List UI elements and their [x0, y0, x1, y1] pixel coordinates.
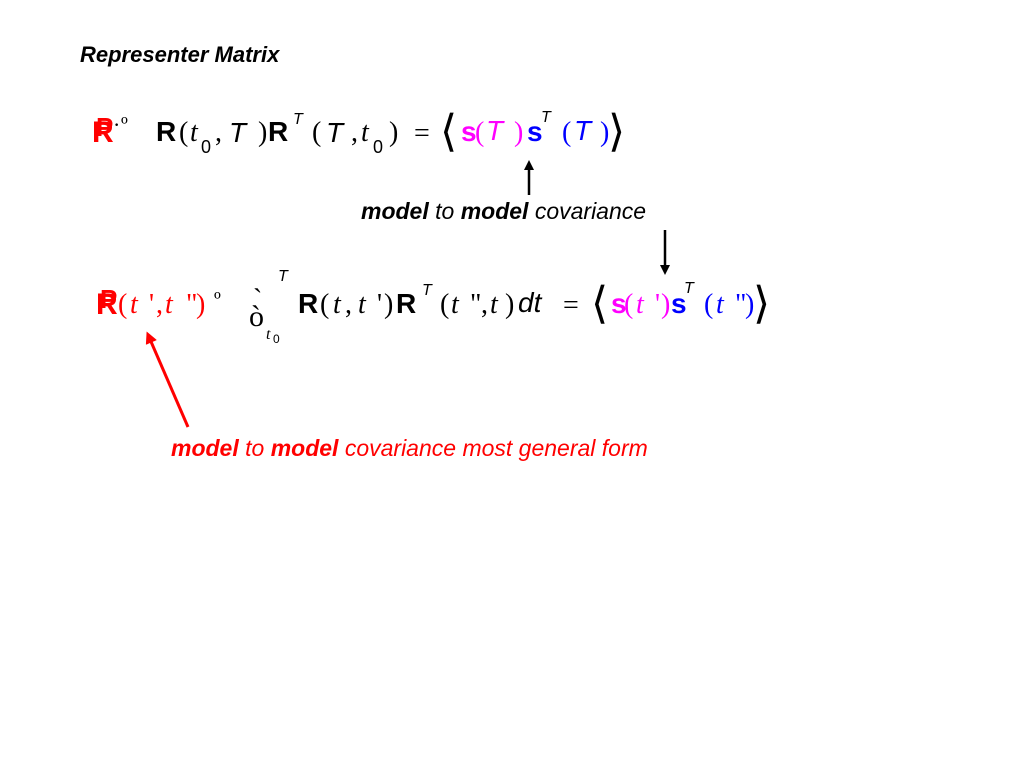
- caption1-bold1: model: [361, 198, 429, 224]
- eq2-close: ): [196, 289, 206, 320]
- eq1-open-paren-m: (: [475, 117, 485, 148]
- eq2-t-magenta: t: [636, 289, 644, 320]
- eq2-prime-a: ': [377, 289, 383, 320]
- eq1-left-angle: ⟨: [440, 107, 458, 156]
- eq1-def-glyph: º: [121, 112, 128, 137]
- eq2-R: R: [298, 288, 319, 319]
- eq2-comma-a: ,: [345, 289, 352, 320]
- eq1-T-magenta: T: [486, 115, 504, 146]
- eq2-open-paren-bl: (: [704, 289, 714, 320]
- eq2-open-paren-m: (: [624, 289, 634, 320]
- eq1-open-paren-2: (: [312, 117, 322, 148]
- eq1-sup-T: T: [293, 111, 303, 128]
- eq2-s-blue: s: [671, 288, 687, 319]
- eq2-t6: t: [490, 289, 498, 320]
- caption1-mid: to: [428, 198, 461, 224]
- eq1-sub-zero-2: 0: [373, 137, 384, 157]
- caption2-rest: covariance most general form: [338, 435, 648, 461]
- eq1-R: R: [156, 116, 177, 147]
- eq2-close-bl: ): [745, 289, 755, 320]
- eq1-sub-zero: 0: [201, 137, 212, 157]
- eq2-dt: dt: [518, 287, 542, 318]
- eq1-lhs-symbol: R: [92, 116, 114, 149]
- eq2-upper-limit: T: [278, 268, 288, 285]
- caption-most-general-form: model to model covariance most general f…: [171, 437, 648, 460]
- eq2-dprime-bl: ": [735, 289, 747, 320]
- eq2-def-glyph: º: [214, 287, 221, 312]
- eq2-lower-limit-sub: 0: [273, 332, 280, 346]
- eq2-t4: t: [358, 289, 366, 320]
- eq2-comma-b: ,: [481, 289, 488, 320]
- eq2-s-magenta: s: [611, 288, 627, 319]
- eq2-prime-m: ': [655, 289, 661, 320]
- eq2-equals: =: [563, 290, 579, 321]
- eq1-comma: ,: [215, 117, 222, 148]
- eq1-T-blue: T: [574, 115, 592, 146]
- eq1-right-angle: ⟩: [608, 107, 626, 156]
- eq1-close-paren: ): [258, 117, 268, 148]
- eq2-t2: t: [165, 289, 173, 320]
- eq1-s-blue: s: [527, 116, 543, 147]
- caption2-bold1: model: [171, 435, 239, 461]
- arrow-red-to-lhs: [145, 331, 190, 428]
- eq1-lhs-overlay: P: [96, 112, 114, 142]
- eq1-close-paren-b: ): [600, 117, 610, 148]
- eq1-comma-2: ,: [351, 117, 358, 148]
- eq2-t5: t: [451, 289, 459, 320]
- eq2-R2: R: [396, 288, 417, 319]
- eq1-s-magenta: s: [461, 116, 477, 147]
- eq2-sup-T-2: T: [684, 280, 694, 297]
- eq1-t: t: [190, 117, 198, 148]
- eq2-dprime: ": [186, 289, 198, 320]
- eq2-dprime-b: ": [470, 289, 482, 320]
- eq2-integral-top: `: [253, 284, 263, 315]
- eq1-open-paren: (: [179, 117, 189, 148]
- eq1-sup-T-2: T: [541, 109, 551, 126]
- caption2-bold2: model: [270, 435, 339, 461]
- eq1-T2: T: [326, 117, 344, 148]
- eq1-lhs-dot: ·: [113, 112, 121, 137]
- eq2-lhs-symbol: R: [96, 288, 118, 321]
- eq1-T: T: [229, 117, 247, 148]
- eq1-equals: =: [414, 118, 430, 149]
- eq2-close-b: ): [505, 289, 515, 320]
- eq2-left-angle: ⟨: [591, 279, 609, 328]
- eq2-close-a: ): [384, 289, 394, 320]
- eq2-open-paren-a: (: [320, 289, 330, 320]
- eq2-integral-body: ò: [249, 300, 264, 333]
- eq1-R2: R: [268, 116, 289, 147]
- caption1-bold2: model: [460, 198, 529, 224]
- caption-model-to-model-covariance: model to model covariance: [361, 200, 646, 223]
- eq2-close-m: ): [661, 289, 671, 320]
- eq2-comma: ,: [156, 289, 163, 320]
- eq1-open-paren-b: (: [562, 117, 572, 148]
- eq2-lower-limit-t: t: [266, 326, 271, 343]
- eq2-t-blue: t: [716, 289, 724, 320]
- caption1-rest: covariance: [528, 198, 647, 224]
- eq2-open-paren-b: (: [440, 289, 450, 320]
- eq1-t2: t: [361, 117, 369, 148]
- eq2-sup-T: T: [422, 282, 432, 299]
- eq1-close-paren-2: ): [389, 117, 399, 148]
- eq2-t: t: [130, 289, 138, 320]
- eq2-prime: ': [149, 289, 155, 320]
- eq2-open-paren: (: [118, 289, 128, 320]
- eq2-lhs-overlay: P: [100, 284, 118, 314]
- slide-title: Representer Matrix: [80, 42, 280, 67]
- eq1-close-paren-m: ): [514, 117, 524, 148]
- caption2-mid: to: [238, 435, 271, 461]
- eq2-right-angle: ⟩: [753, 279, 771, 328]
- eq2-t3: t: [333, 289, 341, 320]
